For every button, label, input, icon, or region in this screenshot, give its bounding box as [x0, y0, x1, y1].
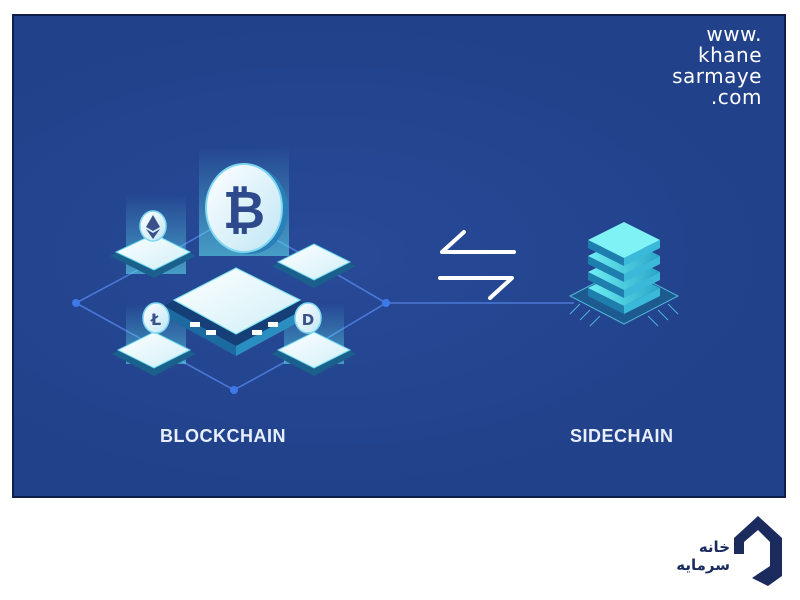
- site-logo: خانه سرمایه: [652, 508, 784, 588]
- blockchain-chips-icon: ₿ Ł D: [110, 146, 356, 376]
- watermark-line-3: sarmaye: [672, 64, 762, 88]
- svg-text:₿: ₿: [223, 181, 265, 241]
- watermark-line-2: khane: [698, 43, 762, 67]
- house-logo-icon: [734, 516, 782, 586]
- logo-text-line-1: خانه: [698, 538, 730, 556]
- watermark-line-4: .com: [710, 85, 762, 109]
- ethereum-coin-icon: [139, 210, 167, 242]
- chip-top-left: [110, 233, 196, 278]
- logo-text: خانه سرمایه: [652, 538, 730, 574]
- svg-text:Ł: Ł: [150, 310, 161, 329]
- watermark: www. khane sarmaye .com: [672, 24, 762, 108]
- exchange-arrows-icon: [438, 230, 516, 300]
- central-chip: [164, 267, 310, 356]
- chip-bottom-left: [112, 331, 196, 376]
- logo-text-line-2: سرمایه: [676, 556, 730, 574]
- chip-top-right: [272, 243, 356, 288]
- server-stack-icon: [568, 222, 680, 327]
- bitcoin-coin-icon: ₿: [205, 163, 288, 254]
- litecoin-coin-icon: Ł: [142, 302, 170, 334]
- watermark-line-1: www.: [706, 22, 762, 46]
- blockchain-label: BLOCKCHAIN: [160, 426, 286, 446]
- dash-coin-icon: D: [294, 302, 322, 334]
- sidechain-label: SIDECHAIN: [570, 426, 674, 446]
- diagram-art: ₿ Ł D: [72, 146, 680, 394]
- svg-text:D: D: [302, 311, 314, 329]
- server-layers: [588, 222, 660, 314]
- diagram-panel: www. khane sarmaye .com: [12, 14, 786, 498]
- chip-bottom-right: [272, 331, 356, 376]
